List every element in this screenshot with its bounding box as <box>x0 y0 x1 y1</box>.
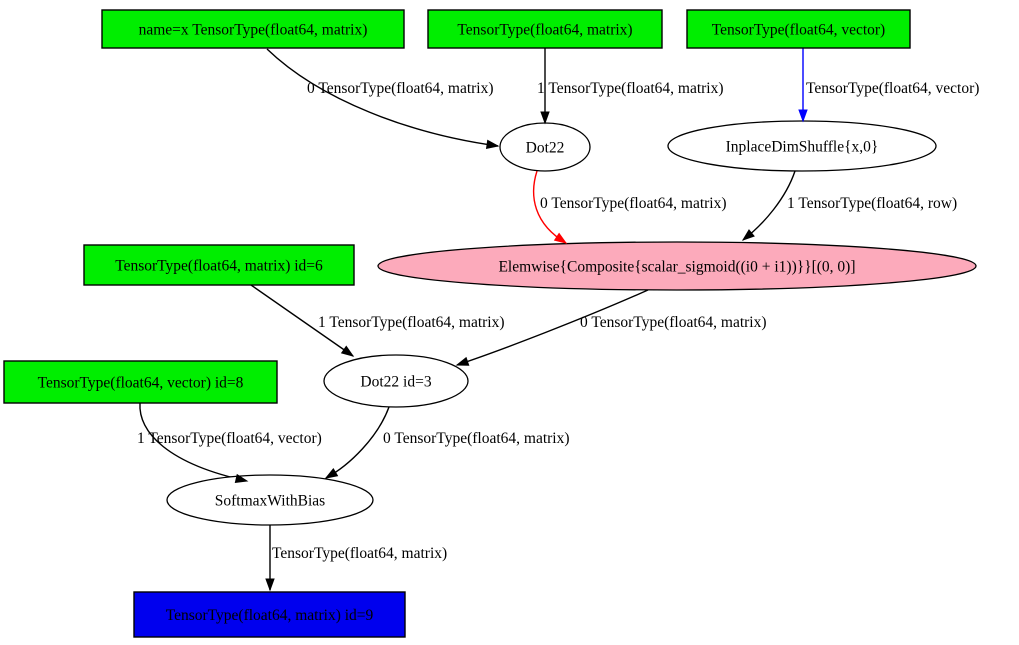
node-output-matrix-id9: TensorType(float64, matrix) id=9 <box>133 591 406 638</box>
node-shape-op-inplacedimshuffle <box>667 120 937 172</box>
arrowhead-elemwise-to-dot22id3 <box>455 356 470 366</box>
node-label-input-vector-id8: TensorType(float64, vector) id=8 <box>38 375 244 392</box>
node-input-x-matrix: name=x TensorType(float64, matrix) <box>101 9 405 49</box>
node-input-matrix: TensorType(float64, matrix) <box>427 9 663 49</box>
edge-label-softmax-to-id9: TensorType(float64, matrix) <box>272 545 447 562</box>
node-op-inplacedimshuffle: InplaceDimShuffle{x,0} <box>667 120 937 172</box>
edge-elemwise-to-dot22id3 <box>456 289 649 366</box>
node-label-input-matrix: TensorType(float64, matrix) <box>457 22 632 39</box>
edge-label-x-to-dot22: 0 TensorType(float64, matrix) <box>307 80 494 97</box>
node-shape-input-vector-id8 <box>3 360 278 404</box>
node-input-vector: TensorType(float64, vector) <box>686 9 911 49</box>
node-label-output-matrix-id9: TensorType(float64, matrix) id=9 <box>166 607 374 624</box>
edge-label-elemwise-to-dot22id3: 0 TensorType(float64, matrix) <box>580 314 767 331</box>
node-layer: name=x TensorType(float64, matrix) Tensor… <box>3 9 977 638</box>
arrowhead-vector-to-dimshuffle <box>798 109 808 123</box>
node-label-op-elemwise-sigmoid: Elemwise{Composite{scalar_sigmoid((i0 + … <box>498 259 855 276</box>
arrowhead-dot22-to-elemwise <box>553 232 568 244</box>
arrowhead-dimshuffle-to-elemwise <box>741 229 755 241</box>
node-label-input-x-matrix: name=x TensorType(float64, matrix) <box>139 22 368 39</box>
node-op-dot22: Dot22 <box>499 122 591 172</box>
arrowhead-matrix-to-dot22 <box>540 111 550 125</box>
node-shape-input-x-matrix <box>101 9 405 49</box>
node-label-input-matrix-id6: TensorType(float64, matrix) id=6 <box>115 258 323 275</box>
arrowhead-softmax-to-id9 <box>265 578 275 592</box>
edge-label-dot22id3-to-softmax: 0 TensorType(float64, matrix) <box>383 430 570 447</box>
node-op-elemwise-sigmoid: Elemwise{Composite{scalar_sigmoid((i0 + … <box>377 241 977 291</box>
edge-label-dot22-to-elemwise: 0 TensorType(float64, matrix) <box>540 195 727 212</box>
arrowhead-x-to-dot22 <box>485 139 500 150</box>
node-input-vector-id8: TensorType(float64, vector) id=8 <box>3 360 278 404</box>
node-shape-output-matrix-id9 <box>133 591 406 638</box>
arrowhead-id8-to-softmax <box>234 473 249 484</box>
edge-dot22id3-to-softmax <box>325 406 390 479</box>
node-input-matrix-id6: TensorType(float64, matrix) id=6 <box>83 244 355 286</box>
node-shape-op-dot22-id3 <box>323 354 469 408</box>
node-op-softmaxwithbias: SoftmaxWithBias <box>166 474 374 526</box>
node-shape-op-elemwise-sigmoid <box>377 241 977 291</box>
edge-label-id6-to-dot22id3: 1 TensorType(float64, matrix) <box>318 314 505 331</box>
node-shape-input-matrix-id6 <box>83 244 355 286</box>
edge-label-id8-to-softmax: 1 TensorType(float64, vector) <box>137 430 322 447</box>
node-shape-input-matrix <box>427 9 663 49</box>
edge-layer <box>139 48 804 590</box>
arrowhead-id6-to-dot22id3 <box>340 345 355 357</box>
node-label-op-inplacedimshuffle: InplaceDimShuffle{x,0} <box>726 139 879 156</box>
edge-label-dimshuffle-to-elemwise: 1 TensorType(float64, row) <box>787 195 957 212</box>
node-label-op-softmaxwithbias: SoftmaxWithBias <box>215 493 325 510</box>
node-label-op-dot22: Dot22 <box>526 140 565 157</box>
edge-decoration-layer: 0 TensorType(float64, matrix) 1 TensorTyp… <box>137 80 979 592</box>
edge-label-matrix-to-dot22: 1 TensorType(float64, matrix) <box>537 80 724 97</box>
node-shape-input-vector <box>686 9 911 49</box>
edge-x-to-dot22 <box>266 48 499 147</box>
node-label-op-dot22-id3: Dot22 id=3 <box>360 374 431 391</box>
node-op-dot22-id3: Dot22 id=3 <box>323 354 469 408</box>
arrowhead-dot22id3-to-softmax <box>324 468 339 479</box>
edge-label-vector-to-dimshuffle: TensorType(float64, vector) <box>806 80 979 97</box>
edge-id6-to-dot22id3 <box>250 284 354 357</box>
edge-id8-to-softmax <box>139 402 248 482</box>
node-label-input-vector: TensorType(float64, vector) <box>712 22 885 39</box>
node-shape-op-softmaxwithbias <box>166 474 374 526</box>
